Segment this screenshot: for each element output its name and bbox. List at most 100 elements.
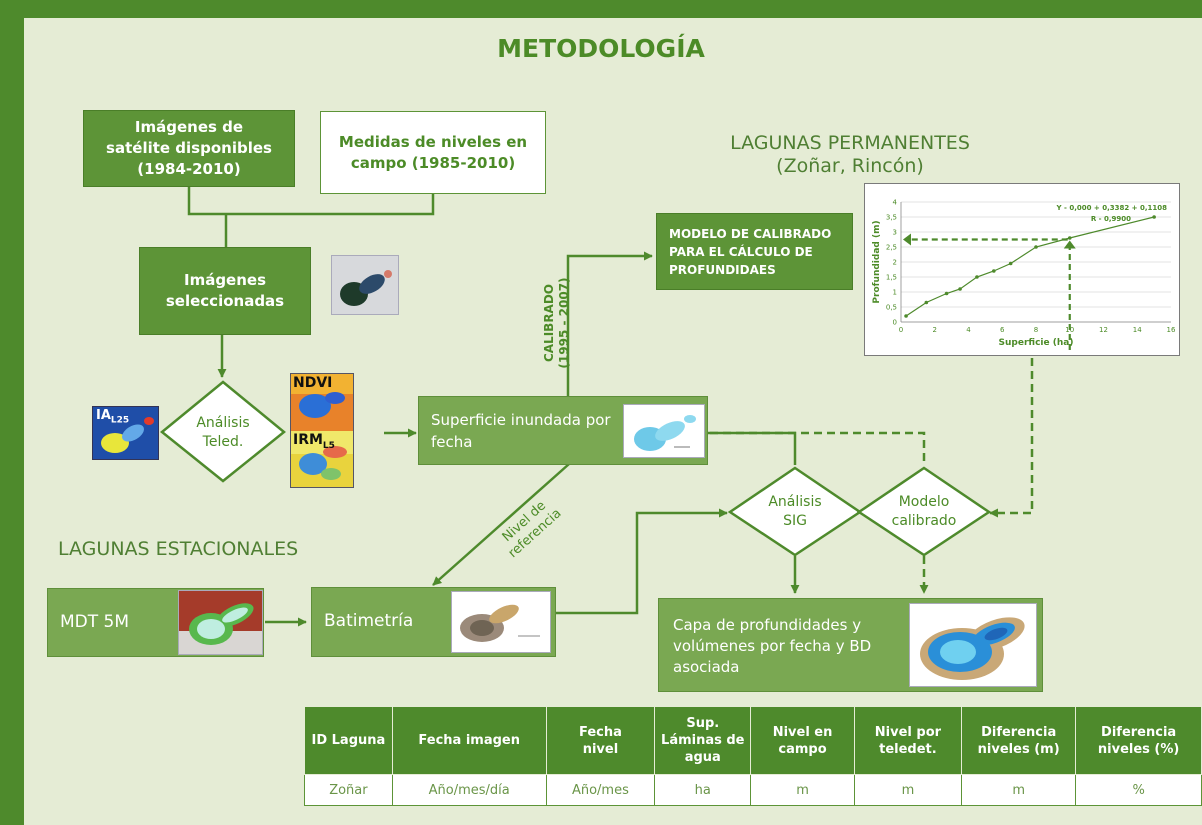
flooded-surface-raster <box>624 405 704 457</box>
chart-x-tick-label: 0 <box>899 326 903 334</box>
ia-index-image: IAL25 <box>92 406 159 460</box>
chart-y-tick-label: 2 <box>893 259 897 267</box>
chart-x-tick-label: 12 <box>1099 326 1108 334</box>
edge-label-calibrado-line1: CALIBRADO <box>542 283 556 363</box>
mdt-map <box>178 590 263 655</box>
chart-y-tick-label: 4 <box>893 199 898 207</box>
chart-y-tick-label: 3,5 <box>886 214 897 222</box>
calibration-chart-plot: 00,511,522,533,540246810121416Superficie… <box>872 199 1176 350</box>
chart-point <box>1067 236 1072 240</box>
chart-x-tick-label: 14 <box>1133 326 1142 334</box>
decision-sig-shape <box>727 466 863 557</box>
table-row: Zoñar Año/mes/día Año/mes ha m m m % <box>304 774 1202 806</box>
ndvi-irm-images: NDVI IRML5 <box>290 373 354 488</box>
irm-label: IRML5 <box>293 432 335 451</box>
decision-model-shape <box>856 466 992 557</box>
edge-label-calibrado: CALIBRADO (1995 - 2007) <box>542 238 572 408</box>
decision-sig: Análisis SIG <box>750 493 840 531</box>
table-cell: m <box>853 774 963 806</box>
chart-point <box>1008 261 1013 266</box>
decision-sig-line1: Análisis <box>768 494 822 510</box>
table-cell: m <box>750 774 855 806</box>
box-selected-images: Imágenes seleccionadas <box>139 247 311 335</box>
chart-fit-line <box>905 216 1155 317</box>
decision-model-line2: calibrado <box>891 513 957 529</box>
ia-label-sub: L25 <box>110 415 130 426</box>
box-satellite-images: Imágenes de satélite disponibles (1984-2… <box>83 110 295 187</box>
depth-layer-raster <box>910 604 1036 686</box>
chart-point <box>924 300 929 305</box>
chart-x-tick-label: 6 <box>1000 326 1005 334</box>
chart-x-tick-label: 2 <box>933 326 937 334</box>
lake-satellite-image <box>332 256 398 314</box>
flooded-surface-map <box>623 404 705 458</box>
calibration-chart: 00,511,522,533,540246810121416Superficie… <box>864 183 1180 356</box>
table-header-cell: Diferencia niveles (m) <box>961 706 1077 775</box>
chart-x-tick-label: 4 <box>966 326 971 334</box>
chart-y-tick-label: 0,5 <box>886 304 897 312</box>
table-header-row: ID Laguna Fecha imagen Fecha nivel Sup. … <box>304 706 1202 775</box>
box-field-levels: Medidas de niveles en campo (1985-2010) <box>320 111 546 194</box>
edge-label-calibrado-line2: (1995 - 2007) <box>557 277 571 369</box>
section-permanent-line2: (Zoñar, Rincón) <box>776 155 924 177</box>
irm-label-main: IRM <box>293 432 323 448</box>
chart-reading-arrowhead-up <box>1063 240 1076 249</box>
chart-reading-arrowhead-left <box>903 233 911 246</box>
summary-table: ID Laguna Fecha imagen Fecha nivel Sup. … <box>304 706 1202 806</box>
chart-y-tick-label: 2,5 <box>886 244 897 252</box>
irm-label-sub: L5 <box>322 440 335 451</box>
mdt-raster <box>179 591 262 654</box>
chart-x-axis-label: Superficie (ha) <box>999 338 1074 348</box>
section-permanent-line1: LAGUNAS PERMANENTES <box>730 132 970 154</box>
table-cell: Año/mes/día <box>391 774 547 806</box>
decision-sig-line2: SIG <box>783 513 807 529</box>
chart-x-tick-label: 16 <box>1167 326 1176 334</box>
chart-point <box>944 291 949 296</box>
decision-teled-line2: Teled. <box>202 434 244 450</box>
table-header-cell: Nivel en campo <box>750 706 855 775</box>
chart-equation: Y - 0,000 + 0,3382 + 0,1108 <box>1056 204 1168 212</box>
flooded-surface-label: Superficie inundada por fecha <box>431 411 611 451</box>
section-permanent: LAGUNAS PERMANENTES (Zoñar, Rincón) <box>700 132 1000 178</box>
depth-layer-map <box>909 603 1037 687</box>
decision-teled-shape <box>160 380 286 483</box>
ndvi-irm-raster <box>291 374 353 487</box>
bathymetry-map <box>451 591 551 653</box>
table-cell: m <box>961 774 1077 806</box>
table-header-cell: Nivel por teledet. <box>853 706 963 775</box>
table-cell: ha <box>654 774 752 806</box>
table-header-cell: Fecha nivel <box>545 706 656 775</box>
table-cell: % <box>1075 774 1202 806</box>
chart-point <box>958 287 962 291</box>
decision-teled: Análisis Teled. <box>178 414 268 452</box>
table-header-cell: Sup. Láminas de agua <box>654 706 752 775</box>
chart-point <box>1034 245 1038 249</box>
table-header-cell: ID Laguna <box>304 706 393 775</box>
decision-teled-line1: Análisis <box>196 415 250 431</box>
chart-y-axis-label: Profundidad (m) <box>872 220 882 303</box>
chart-point <box>975 275 979 279</box>
bathymetry-raster <box>452 592 550 652</box>
chart-x-tick-label: 8 <box>1034 326 1038 334</box>
chart-y-tick-label: 0 <box>893 319 897 327</box>
ia-label-main: IA <box>96 408 111 423</box>
table-header-cell: Diferencia niveles (%) <box>1075 706 1202 775</box>
decision-model: Modelo calibrado <box>879 493 969 531</box>
chart-y-tick-label: 1,5 <box>886 274 897 282</box>
chart-y-tick-label: 1 <box>893 289 897 297</box>
chart-point <box>992 269 996 273</box>
table-cell: Año/mes <box>545 774 656 806</box>
ia-index-raster <box>93 407 158 459</box>
table-header-cell: Fecha imagen <box>391 706 547 775</box>
bathymetry-label: Batimetría <box>324 611 414 631</box>
poster-title: METODOLOGÍA <box>497 34 705 63</box>
decision-model-line1: Modelo <box>898 494 950 510</box>
chart-r-label: R - 0,9900 <box>1091 215 1131 223</box>
chart-y-tick-label: 3 <box>893 229 897 237</box>
ndvi-label: NDVI <box>293 375 333 391</box>
chart-point <box>1152 215 1156 219</box>
ia-label: IAL25 <box>96 408 129 426</box>
box-calibration-model: MODELO DE CALIBRADO PARA EL CÁLCULO DE P… <box>656 213 853 290</box>
